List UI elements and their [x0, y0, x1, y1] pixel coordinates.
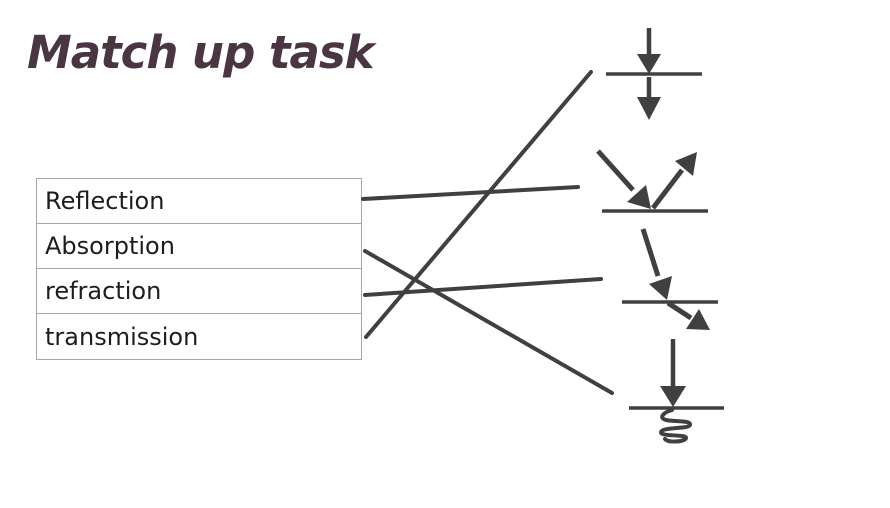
- page-title: Match up task: [27, 26, 375, 79]
- connector-absorption: [363, 249, 614, 395]
- absorption-coil-icon: [658, 408, 692, 444]
- match-item-label: refraction: [45, 277, 162, 305]
- match-item-reflection[interactable]: Reflection: [37, 179, 361, 224]
- transmission-diagram[interactable]: [606, 28, 702, 120]
- match-item-transmission[interactable]: transmission: [37, 314, 361, 359]
- connector-refraction: [363, 277, 603, 297]
- match-item-label: transmission: [45, 322, 199, 351]
- match-item-absorption[interactable]: Absorption: [37, 224, 361, 269]
- connector-reflection: [361, 185, 580, 201]
- match-table: Reflection Absorption refraction transmi…: [36, 178, 362, 360]
- match-item-label: Reflection: [45, 187, 165, 215]
- connector-transmission: [364, 70, 593, 339]
- match-item-label: Absorption: [45, 232, 175, 260]
- absorption-diagram[interactable]: [629, 339, 724, 444]
- refraction-diagram[interactable]: [622, 228, 718, 330]
- match-item-refraction[interactable]: refraction: [37, 269, 361, 314]
- reflection-diagram[interactable]: [596, 149, 708, 213]
- connector-lines: [361, 70, 614, 395]
